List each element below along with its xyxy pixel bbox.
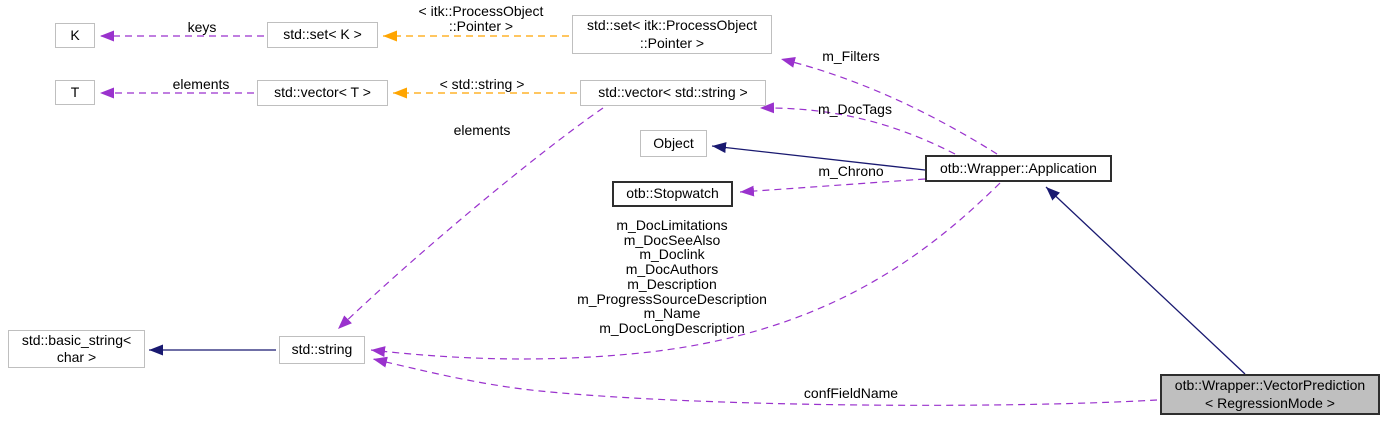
class-box-std-basic-string-char: std::basic_string< char > [8, 330, 145, 368]
class-box-std-set-k: std::set< K > [267, 22, 378, 48]
edge-m-doctags [759, 102, 956, 155]
class-box-otb-stopwatch[interactable]: otb::Stopwatch [612, 181, 733, 207]
class-box-std-string: std::string [279, 336, 365, 364]
edge-label-m-doctags: m_DocTags [818, 101, 892, 117]
edge-label-conffieldname: confFieldName [803, 385, 899, 401]
class-box-std-vector-t: std::vector< T > [257, 80, 388, 106]
edge-m-chrono [739, 178, 926, 197]
edge-label-elements-t: elements [172, 76, 230, 92]
class-box-object: Object [640, 130, 707, 157]
edge-application-object [711, 142, 926, 171]
class-box-k: K [55, 23, 95, 48]
edge-label-m-filters: m_Filters [822, 48, 880, 64]
edge-members-string [370, 182, 1001, 360]
edge-m-filters [780, 57, 998, 155]
edge-label-m-chrono: m_Chrono [818, 163, 884, 179]
edge-vectorprediction-application [1045, 186, 1246, 375]
class-box-t: T [55, 80, 95, 105]
class-box-std-set-itk-processobject-pointer: std::set< itk::ProcessObject ::Pointer > [572, 15, 772, 54]
edge-label-template-vector: < std::string > [439, 76, 525, 92]
edge-elements-string [337, 107, 604, 330]
class-box-otb-wrapper-vectorprediction: otb::Wrapper::VectorPrediction < Regress… [1160, 374, 1380, 415]
edge-label-elements-string: elements [453, 122, 511, 138]
edge-label-template-set: < itk::ProcessObject ::Pointer > [418, 3, 544, 34]
edge-label-string-members: m_DocLimitations m_DocSeeAlso m_Doclink … [577, 217, 767, 336]
class-box-std-vector-std-string: std::vector< std::string > [580, 80, 766, 106]
edge-conffieldname [372, 356, 1158, 406]
class-box-otb-wrapper-application[interactable]: otb::Wrapper::Application [925, 155, 1112, 182]
edge-label-keys: keys [187, 19, 217, 35]
